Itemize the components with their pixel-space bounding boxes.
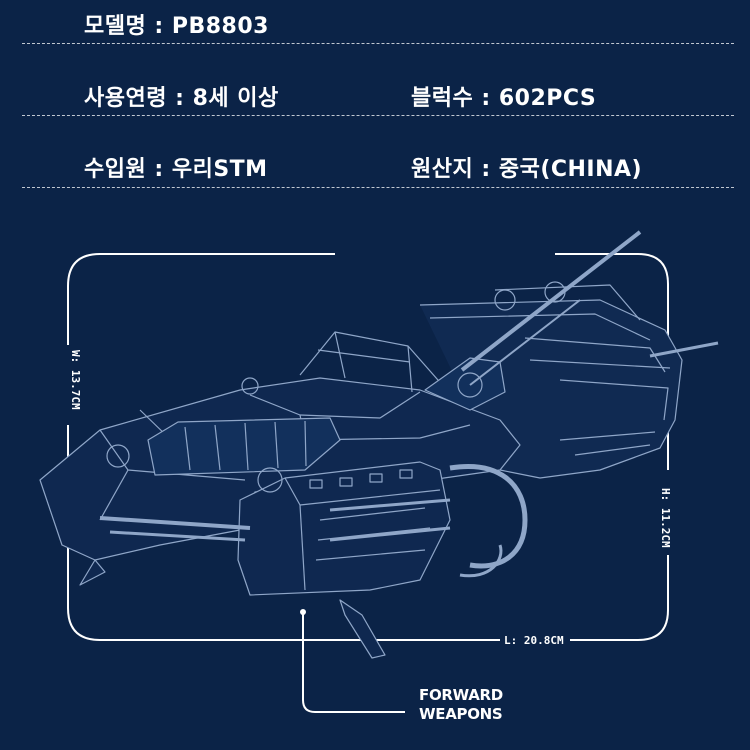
divider-1 xyxy=(22,43,734,44)
blocks-spec: 블럭수 : 602PCS xyxy=(411,86,597,111)
dimension-frame xyxy=(67,253,669,713)
age-spec: 사용연령 : 8세 이상 xyxy=(84,86,279,111)
model-spec: 모델명 : PB8803 xyxy=(84,14,269,39)
callout-line-2: WEAPONS xyxy=(419,705,503,723)
forward-weapons-callout: FORWARD WEAPONS xyxy=(419,686,503,724)
vehicle-sketch xyxy=(39,230,719,659)
width-dimension-label: W: 13.7CM xyxy=(69,350,82,410)
height-dimension-label: H: 11.2CM xyxy=(659,488,672,548)
divider-3 xyxy=(22,187,734,188)
importer-spec: 수입원 : 우리STM xyxy=(84,157,268,182)
divider-2 xyxy=(22,115,734,116)
length-dimension-label: L: 20.8CM xyxy=(504,634,564,647)
origin-spec: 원산지 : 중국(CHINA) xyxy=(411,157,643,182)
callout-line-1: FORWARD xyxy=(419,686,503,704)
